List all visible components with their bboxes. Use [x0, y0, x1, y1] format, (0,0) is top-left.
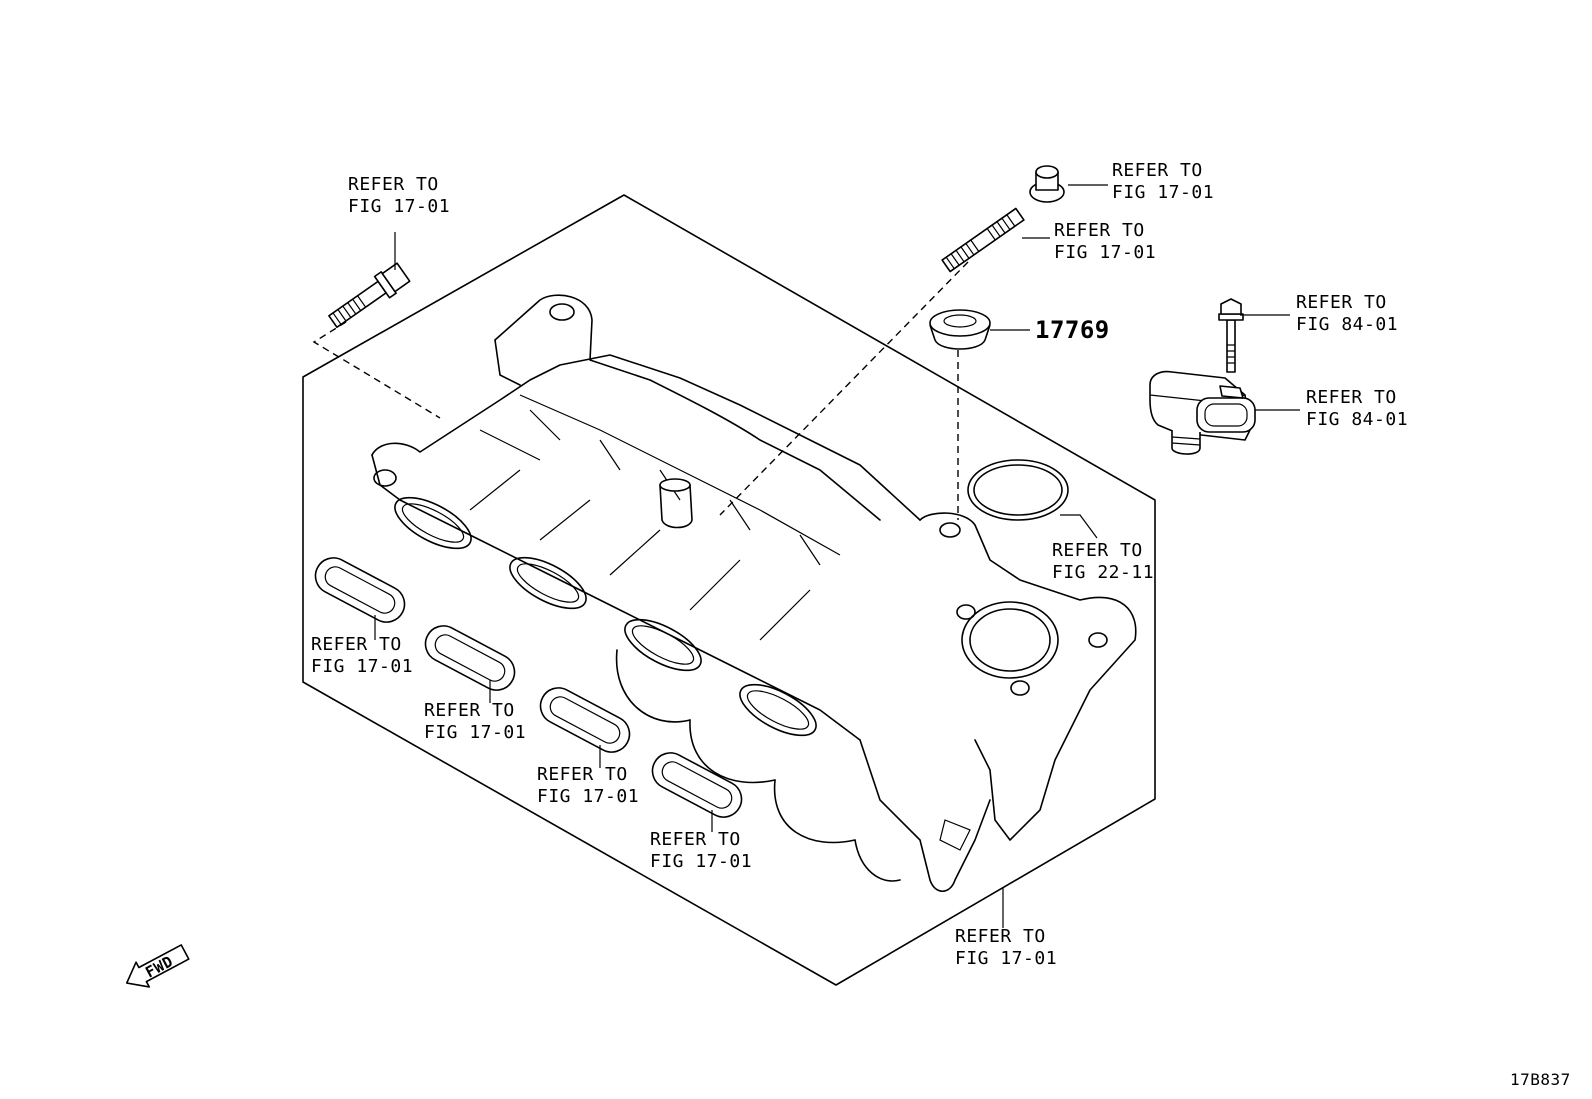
callout-line1: REFER TO: [1054, 220, 1145, 241]
gasket-1: [314, 557, 406, 623]
diagram-code: 17B837: [1510, 1070, 1571, 1089]
fwd-arrow-icon: FWD: [125, 944, 190, 988]
callout-gasket-3: REFER TO FIG 17-01: [537, 764, 639, 807]
callout-line1: REFER TO: [311, 634, 402, 655]
throttle-o-ring: [967, 459, 1069, 521]
callout-line1: REFER TO: [1112, 160, 1203, 181]
stud-bolt: [941, 207, 1025, 273]
callout-line1: REFER TO: [1306, 387, 1397, 408]
callout-nut-top: REFER TO FIG 17-01: [1112, 160, 1214, 203]
callout-sensor: REFER TO FIG 84-01: [1306, 387, 1408, 430]
callout-line2: FIG 17-01: [348, 196, 450, 217]
callout-line2: FIG 84-01: [1306, 409, 1408, 430]
callout-oring: REFER TO FIG 22-11: [1052, 540, 1154, 583]
callout-manifold: REFER TO FIG 17-01: [955, 926, 1057, 969]
sensor-bolt: [1218, 298, 1244, 373]
callout-line2: FIG 17-01: [1112, 182, 1214, 203]
callout-line1: REFER TO: [1052, 540, 1143, 561]
assembly-box: [302, 194, 1156, 986]
callout-line1: REFER TO: [955, 926, 1046, 947]
callout-line2: FIG 17-01: [955, 948, 1057, 969]
intake-manifold: [371, 294, 1137, 893]
grommet-17769: [929, 309, 991, 350]
gasket-2: [424, 625, 516, 691]
callout-line2: FIG 17-01: [424, 722, 526, 743]
callout-line2: FIG 17-01: [537, 786, 639, 807]
flange-bolt: [328, 262, 411, 329]
callout-line2: FIG 84-01: [1296, 314, 1398, 335]
callout-stud: REFER TO FIG 17-01: [1054, 220, 1156, 263]
gasket-3: [539, 687, 631, 753]
callout-sensor-bolt: REFER TO FIG 84-01: [1296, 292, 1398, 335]
pressure-sensor: [1149, 370, 1256, 455]
callout-gasket-4: REFER TO FIG 17-01: [650, 829, 752, 872]
callout-bolt-left: REFER TO FIG 17-01: [348, 174, 450, 217]
callout-line1: REFER TO: [1296, 292, 1387, 313]
callout-line2: FIG 17-01: [1054, 242, 1156, 263]
callout-line1: REFER TO: [650, 829, 741, 850]
flange-nut: [1029, 165, 1065, 203]
callout-line2: FIG 22-11: [1052, 562, 1154, 583]
callout-line1: REFER TO: [348, 174, 439, 195]
callout-line2: FIG 17-01: [650, 851, 752, 872]
leader-lines: [374, 184, 1300, 928]
callout-line1: REFER TO: [537, 764, 628, 785]
assembly-dashed-lines: [312, 261, 969, 520]
manifold-gaskets: [314, 557, 743, 818]
part-number-label: 17769: [1035, 316, 1110, 344]
gasket-4: [651, 752, 743, 818]
callout-gasket-2: REFER TO FIG 17-01: [424, 700, 526, 743]
callout-line1: REFER TO: [424, 700, 515, 721]
callout-gasket-1: REFER TO FIG 17-01: [311, 634, 413, 677]
callout-line2: FIG 17-01: [311, 656, 413, 677]
